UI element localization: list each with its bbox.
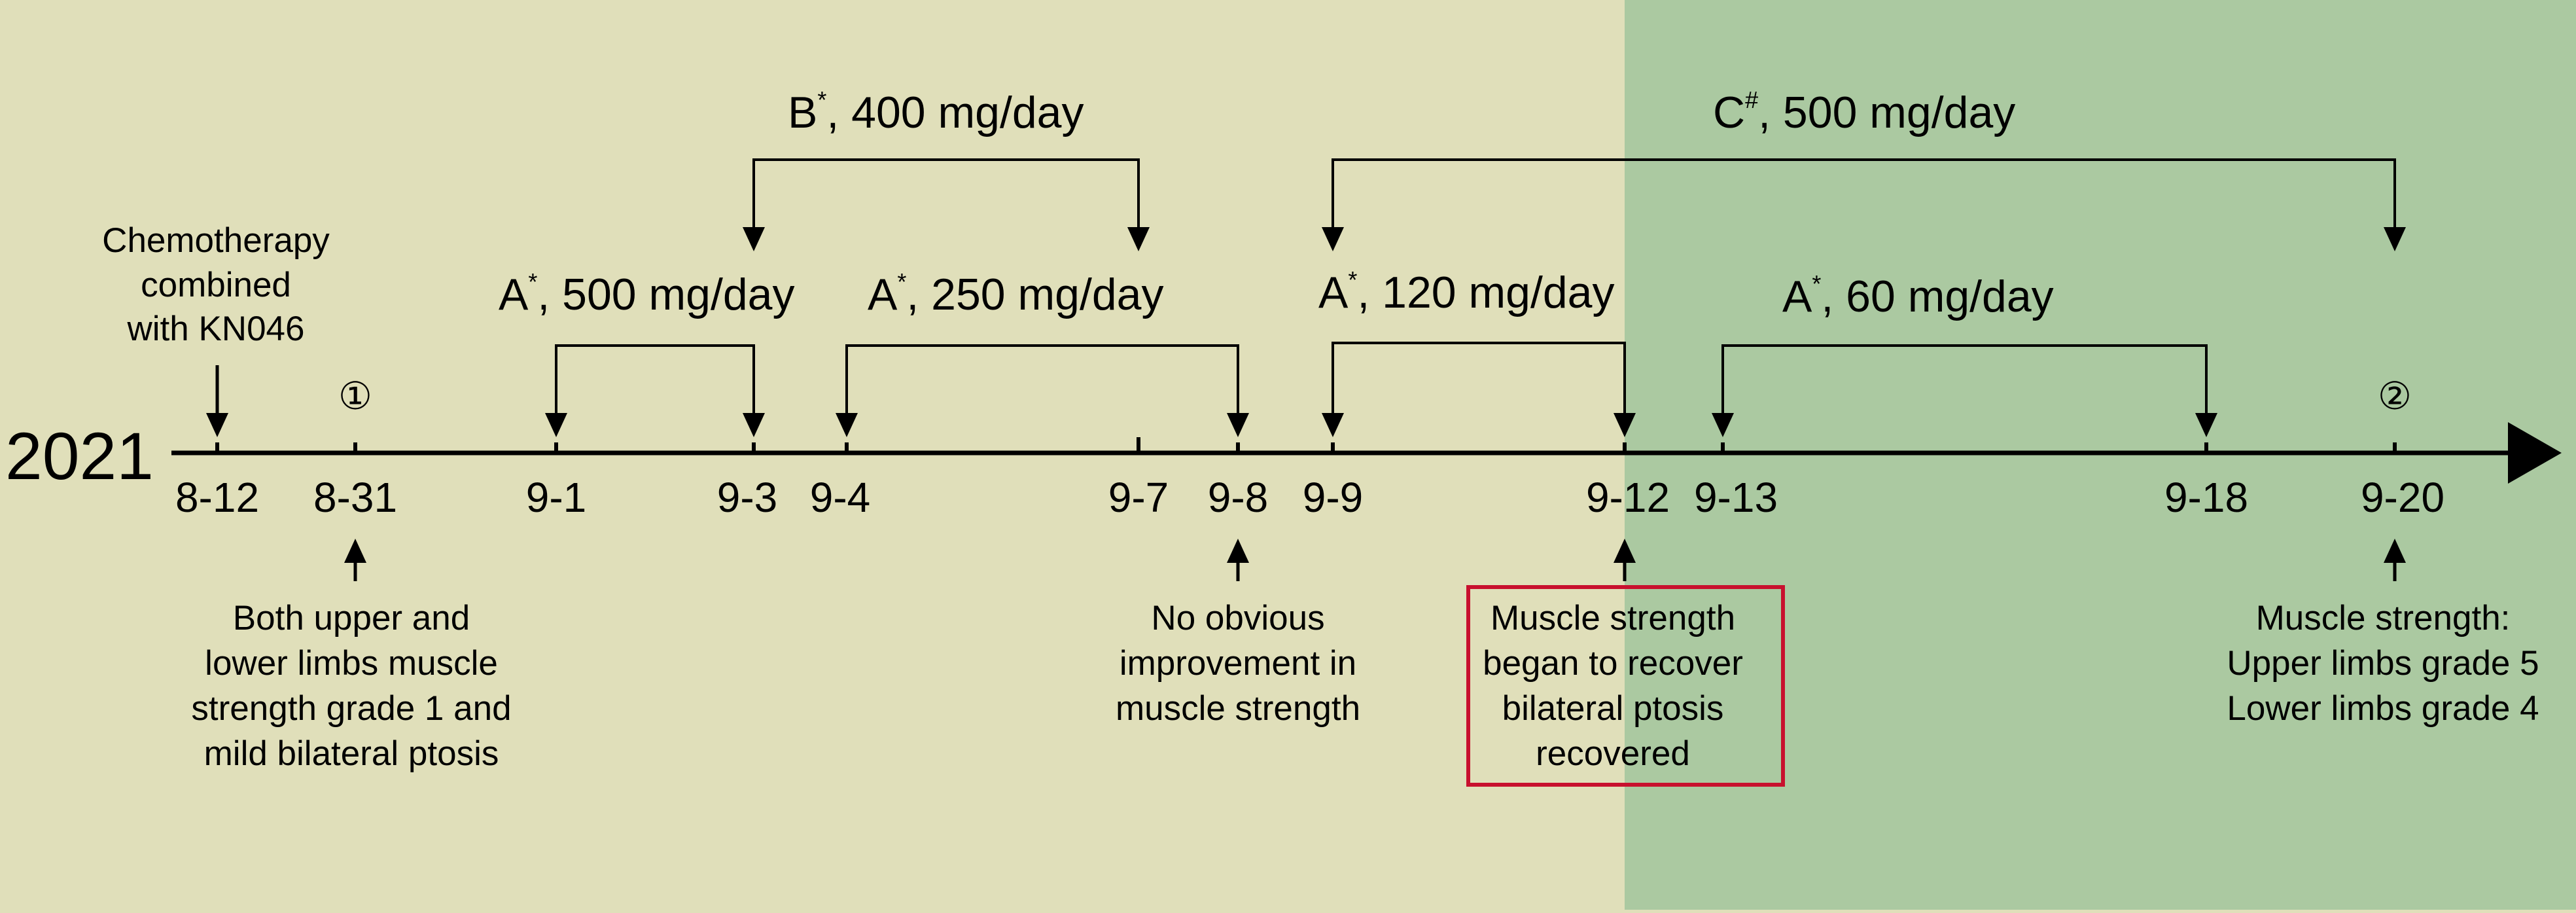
date-label-9-18: 9-18 — [2164, 474, 2248, 521]
note-2-line-3: muscle strength — [1116, 689, 1360, 728]
note-3-line-3: bilateral ptosis — [1502, 689, 1724, 728]
dose-bracket-5 — [752, 158, 1140, 228]
timeline-arrowhead — [2508, 422, 2562, 484]
dose-label-5: B*, 400 mg/day — [788, 86, 1084, 137]
dose-bracket-1 — [555, 344, 755, 414]
note-2-arrow-head — [1227, 539, 1249, 563]
dose-bracket-6-end-arrow — [2384, 227, 2406, 251]
dose-bracket-2-end-arrow — [1227, 413, 1249, 437]
note-3-line-4: recovered — [1536, 734, 1690, 773]
top-note-line-3: with KN046 — [126, 310, 304, 348]
note-3-line-2: began to recover — [1483, 644, 1743, 683]
note-3-line-1: Muscle strength — [1491, 599, 1735, 637]
dose-label-2: A*, 250 mg/day — [868, 268, 1164, 319]
top-note-line-2: combined — [141, 266, 291, 304]
dose-bracket-2 — [845, 344, 1239, 414]
highlight-box — [1466, 585, 1785, 787]
date-label-9-3: 9-3 — [717, 474, 778, 521]
dose-bracket-6-start-arrow — [1322, 227, 1344, 251]
note-3-arrow-head — [1614, 539, 1636, 563]
note-4-line-1: Muscle strength: — [2256, 599, 2511, 637]
date-label-9-4: 9-4 — [810, 474, 871, 521]
date-label-9-12: 9-12 — [1586, 474, 1670, 521]
date-label-9-20: 9-20 — [2361, 474, 2444, 521]
dose-bracket-3-start-arrow — [1322, 413, 1344, 437]
date-label-9-1: 9-1 — [526, 474, 587, 521]
dose-bracket-5-end-arrow — [1127, 227, 1150, 251]
date-label-9-7: 9-7 — [1108, 474, 1169, 521]
dose-bracket-1-end-arrow — [743, 413, 765, 437]
date-label-9-13: 9-13 — [1694, 474, 1778, 521]
note-1-line-4: mild bilateral ptosis — [204, 734, 499, 773]
date-label-9-8: 9-8 — [1208, 474, 1269, 521]
dose-label-6: C#, 500 mg/day — [1713, 86, 2015, 137]
top-note-line-1: Chemotherapy — [102, 221, 330, 260]
date-label-8-12: 8-12 — [175, 474, 259, 521]
note-4-line-2: Upper limbs grade 5 — [2227, 644, 2539, 683]
dose-bracket-1-start-arrow — [545, 413, 567, 437]
dose-label-3: A*, 120 mg/day — [1318, 266, 1615, 317]
note-4-line-3: Lower limbs grade 4 — [2227, 689, 2539, 728]
dose-label-1: A*, 500 mg/day — [499, 268, 795, 319]
note-4-arrow-head — [2384, 539, 2406, 563]
dose-bracket-4-start-arrow — [1712, 413, 1734, 437]
note-1-line-1: Both upper and — [233, 599, 470, 637]
note-2-line-2: improvement in — [1120, 644, 1356, 683]
timeline-elements: 8-12 8-31 9-1 9-3 9-4 9-7 9-8 9-9 9-12 9-13 9-18 9-… — [175, 86, 2539, 787]
chemo-arrow-head — [206, 413, 228, 437]
dose-bracket-4-end-arrow — [2195, 413, 2217, 437]
note-1-arrow-head — [344, 539, 366, 563]
dose-bracket-2-start-arrow — [836, 413, 858, 437]
note-2-line-1: No obvious — [1151, 599, 1324, 637]
note-1-line-3: strength grade 1 and — [191, 689, 511, 728]
dose-bracket-3 — [1332, 342, 1626, 414]
date-label-9-9: 9-9 — [1303, 474, 1364, 521]
marker-2: ② — [2378, 374, 2412, 418]
note-1-line-2: lower limbs muscle — [205, 644, 498, 683]
dose-bracket-5-start-arrow — [743, 227, 765, 251]
dose-bracket-3-end-arrow — [1614, 413, 1636, 437]
dose-label-4: A*, 60 mg/day — [1782, 270, 2054, 321]
marker-1: ① — [338, 374, 372, 418]
dose-bracket-4 — [1721, 344, 2208, 414]
dose-bracket-6 — [1332, 158, 2396, 228]
date-label-8-31: 8-31 — [313, 474, 397, 521]
year-label: 2021 — [5, 419, 154, 493]
